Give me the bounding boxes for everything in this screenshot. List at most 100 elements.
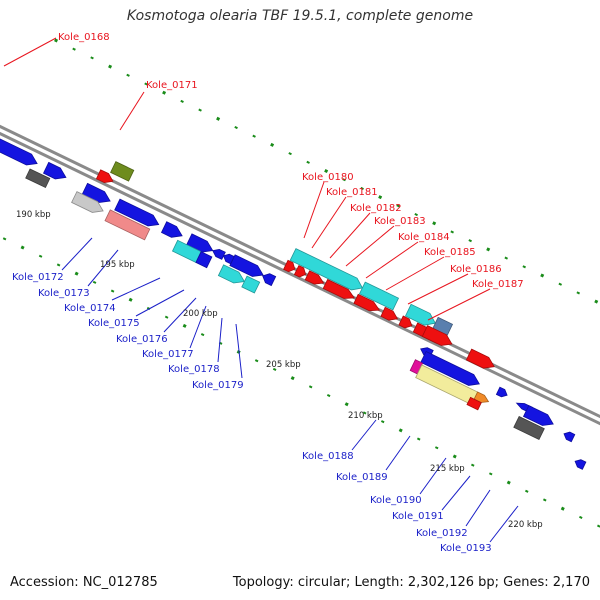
kole-0189-leader: [385, 435, 411, 471]
tick-dash: [54, 38, 59, 43]
backbone-line: [0, 131, 600, 426]
map-title: Kosmotoga olearia TBF 19.5.1, complete g…: [126, 8, 474, 24]
accession-text: Accession: NC_012785: [10, 575, 158, 590]
gene-kole-0186b: [398, 315, 413, 329]
gene-kole-0184: [322, 278, 355, 299]
tick-dash: [470, 463, 475, 467]
gene-kole-0187e: [465, 348, 495, 369]
tick-dash: [38, 254, 43, 258]
tick-dash: [308, 385, 313, 389]
kole-0183-label: Kole_0183: [374, 216, 426, 227]
tick-dash: [182, 323, 187, 328]
kole-0185-label: Kole_0185: [424, 247, 476, 258]
gene-kole-0192b: [513, 415, 545, 441]
tick-dash: [486, 247, 491, 252]
gene-kole-0180: [289, 248, 364, 291]
tick-dash: [468, 239, 472, 243]
gene-kole-0190b: [466, 396, 482, 411]
kole-0190-leader: [419, 457, 447, 495]
tick-dash: [126, 73, 130, 77]
tick-dash: [362, 411, 367, 415]
tick-dash: [290, 376, 295, 381]
kole-0182-label: Kole_0182: [350, 203, 402, 214]
gene-kole-0172: [0, 138, 38, 166]
kole-0173-leader: [87, 249, 119, 287]
tick-dash: [416, 437, 421, 441]
gene-kole-0175: [114, 198, 160, 227]
gene-kole-0193b: [574, 459, 587, 470]
tick-dash: [360, 186, 364, 191]
tick-dash: [200, 333, 205, 337]
tick-dash: [540, 273, 545, 278]
gene-kole-0193: [563, 431, 576, 443]
kole-0171-label: Kole_0171: [146, 80, 198, 91]
gene-kole-0191: [495, 386, 508, 398]
tick-dash: [434, 446, 439, 450]
gene-kole-0175b: [104, 209, 151, 241]
kole-0176-leader: [163, 297, 197, 333]
kole-0171-leader: [119, 91, 145, 131]
tick-dash: [74, 271, 79, 276]
tick-dash: [234, 125, 238, 130]
gene-kole-0174b: [71, 191, 104, 213]
position-label-0: 190 kbp: [16, 210, 51, 220]
tick-dash: [252, 134, 256, 138]
kole-0181-leader: [311, 196, 347, 249]
gene-kole-0181: [358, 281, 400, 311]
tick-dash: [216, 116, 221, 121]
gene-kole-0174: [81, 182, 111, 203]
tick-dash: [254, 359, 259, 363]
tick-dash: [560, 506, 565, 511]
kole-0187-label: Kole_0187: [472, 279, 524, 290]
tick-dash: [524, 489, 529, 493]
kole-0188-label: Kole_0188: [302, 451, 354, 462]
tick-dash: [558, 282, 563, 286]
tick-dash: [488, 472, 493, 476]
tick-dash: [108, 64, 113, 69]
kole-0185-leader: [385, 256, 445, 291]
tick-dash: [542, 498, 547, 502]
position-label-6: 220 kbp: [508, 520, 543, 530]
tick-marks: [2, 38, 600, 528]
kole-0168-label: Kole_0168: [58, 32, 110, 43]
kole-0184-label: Kole_0184: [398, 232, 450, 243]
tick-dash: [344, 402, 349, 407]
position-label-5: 215 kbp: [430, 464, 465, 474]
tick-dash: [576, 291, 581, 295]
gene-kole-0187d: [421, 325, 453, 346]
gene-kole-0172b: [42, 161, 67, 180]
tick-dash: [2, 237, 7, 241]
gene-kole-0183: [304, 270, 325, 285]
tick-dash: [342, 178, 346, 182]
tick-dash: [92, 280, 97, 284]
kole-0191-leader: [441, 475, 471, 511]
tick-dash: [198, 108, 202, 112]
kole-0192-label: Kole_0192: [416, 528, 468, 539]
gene-kole-0178: [229, 254, 264, 277]
kole-0180-leader: [303, 181, 325, 239]
gene-kole-0185: [353, 293, 381, 312]
tick-dash: [326, 393, 331, 398]
tick-dash: [288, 152, 292, 156]
kole-0177-label: Kole_0177: [142, 349, 194, 360]
tick-dash: [414, 213, 418, 217]
gene-kole-0187b: [404, 303, 436, 326]
kole-0186-leader: [407, 273, 469, 305]
tick-dash: [432, 221, 437, 226]
tick-dash: [594, 299, 599, 304]
kole-0184-leader: [365, 241, 419, 279]
kole-0183-leader: [345, 225, 395, 267]
tick-dash: [450, 230, 454, 234]
tick-dash: [110, 289, 115, 293]
tick-dash: [324, 169, 329, 174]
tick-dash: [378, 195, 383, 200]
kole-0172-label: Kole_0172: [12, 272, 64, 283]
tick-dash: [164, 315, 169, 319]
kole-0187-leader: [427, 288, 491, 321]
tick-dash: [306, 160, 310, 164]
kole-0168-leader: [3, 37, 57, 67]
tick-dash: [270, 142, 275, 147]
kole-0175-leader: [135, 289, 185, 317]
kole-0174-label: Kole_0174: [64, 303, 116, 314]
